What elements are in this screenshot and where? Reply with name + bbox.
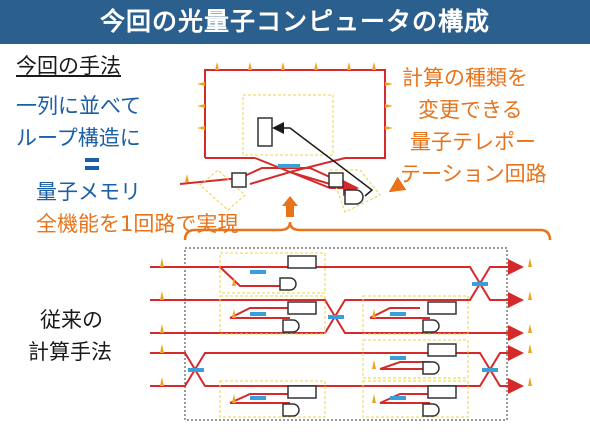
right-text-line2: 変更できる — [418, 98, 523, 122]
left-text-line4: 全機能を1回路で実現 — [36, 212, 239, 236]
equals-sign-icon — [85, 158, 99, 172]
bottom-left-line1: 従来の — [40, 308, 103, 332]
conventional-circuit — [150, 247, 532, 421]
method-heading: 今回の手法 — [16, 54, 121, 78]
right-text-line1: 計算の種類を — [402, 66, 528, 90]
bottom-left-line2: 計算手法 — [28, 340, 112, 364]
left-text-line2: ループ構造に — [16, 126, 141, 150]
loop-circuit — [179, 62, 411, 213]
up-arrow-icon — [282, 196, 298, 217]
left-text-line1: 一列に並べて — [16, 94, 142, 118]
bracket — [183, 221, 552, 241]
title-bar — [0, 0, 590, 44]
left-text-line3: 量子メモリ — [36, 180, 141, 204]
page-title: 今回の光量子コンピュータの構成 — [99, 7, 490, 36]
right-text-line4: テーション回路 — [400, 162, 547, 186]
right-text-line3: 量子テレポー — [410, 130, 536, 154]
